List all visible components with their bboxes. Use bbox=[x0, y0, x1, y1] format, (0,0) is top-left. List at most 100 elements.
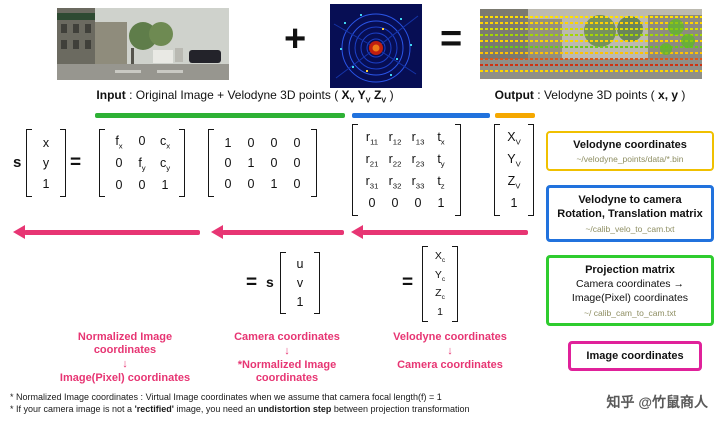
footnote-2-emphasis-undistortion: undistortion step bbox=[257, 404, 332, 414]
footnote-2: * If your camera image is not a 'rectifi… bbox=[10, 404, 470, 414]
matrix-cell: y bbox=[42, 156, 50, 170]
legend-path: ~/ calib_cam_to_cam.txt bbox=[584, 307, 676, 318]
matrix-cell: 0 bbox=[270, 156, 278, 170]
flow-label-camera: Velodyne coordinates ↓ Camera coordinate… bbox=[380, 331, 520, 372]
matrix-cell: r13 bbox=[411, 129, 425, 147]
bracket-right bbox=[452, 246, 458, 322]
matrix-cell: r11 bbox=[365, 129, 379, 147]
matrix-cell: 0 bbox=[115, 156, 123, 170]
matrix-cell: cx bbox=[159, 134, 171, 151]
output-projection-image bbox=[480, 9, 702, 79]
flow-from: Velodyne coordinates bbox=[393, 331, 507, 343]
legend-title: Image coordinates bbox=[586, 350, 684, 362]
matrix-cell: ZV bbox=[507, 174, 521, 191]
arrow-to-pixel-coordinates bbox=[13, 225, 200, 239]
projection-matrix-bar bbox=[95, 113, 345, 118]
matrix-cell: 0 bbox=[414, 196, 422, 211]
flow-from: Normalized Image coordinates bbox=[77, 331, 173, 356]
matrix-cell: 0 bbox=[224, 176, 232, 191]
bracket-right bbox=[60, 129, 66, 197]
scale-factor-s: s bbox=[266, 274, 274, 290]
matrix-cell: 0 bbox=[293, 156, 301, 170]
bracket-left bbox=[352, 124, 358, 216]
matrix-cell: 1 bbox=[296, 295, 304, 309]
scale-factor-s: s bbox=[13, 154, 22, 171]
matrix-cell: 0 bbox=[368, 196, 376, 211]
input-caption-vars: XV YV ZV bbox=[341, 88, 387, 105]
legend-title: Velodyne to camera bbox=[578, 194, 682, 206]
matrix-cell: r21 bbox=[365, 151, 379, 169]
matrix-cells: XV YV ZV 1 bbox=[500, 124, 528, 216]
matrix-cell: tz bbox=[437, 174, 445, 191]
matrix-cell: 0 bbox=[115, 177, 123, 192]
output-caption-text: : Velodyne 3D points ( bbox=[533, 88, 659, 102]
lidar-scan-illustration bbox=[330, 4, 422, 88]
bracket-right bbox=[314, 252, 320, 314]
footnote-2-mid: image, you need an bbox=[173, 404, 258, 414]
footnote-2-post: between projection transformation bbox=[331, 404, 470, 414]
bracket-right bbox=[455, 124, 461, 216]
matrix-cell: 0 bbox=[247, 176, 255, 191]
extrinsic-matrix-bar bbox=[352, 113, 490, 118]
bracket-right bbox=[311, 129, 317, 197]
matrix-cell: 1 bbox=[437, 196, 445, 211]
down-arrow-icon: ↓ bbox=[122, 357, 128, 370]
input-photo bbox=[57, 8, 229, 80]
legend-path: ~/calib_velo_to_cam.txt bbox=[585, 223, 675, 234]
matrix-cell: fy bbox=[138, 156, 146, 173]
flow-label-pixel: Normalized Image coordinates ↓ Image(Pix… bbox=[55, 331, 195, 385]
legend-projection-matrix: Projection matrix Camera coordinates → I… bbox=[546, 255, 714, 326]
projected-points-illustration bbox=[480, 9, 702, 79]
input-caption-text: : Original Image + Velodyne 3D points ( bbox=[125, 88, 342, 102]
legend-title: Rotation, Translation matrix bbox=[557, 208, 703, 221]
matrix-cell: 1 bbox=[270, 176, 278, 191]
matrix-cell: 1 bbox=[437, 305, 443, 318]
matrix-cell: 1 bbox=[510, 196, 518, 211]
input-caption-close: ) bbox=[386, 88, 394, 102]
matrix-cell: XV bbox=[507, 129, 521, 147]
input-caption-label: Input bbox=[96, 88, 126, 102]
down-arrow-icon: ↓ bbox=[284, 344, 290, 357]
down-arrow-icon: ↓ bbox=[447, 344, 453, 357]
matrix-cell: 0 bbox=[293, 176, 301, 191]
legend-image-coordinates: Image coordinates bbox=[568, 341, 702, 372]
matrix-cell: 0 bbox=[224, 156, 232, 170]
legend-line: Camera coordinates → bbox=[576, 278, 684, 291]
matrix-cell: 0 bbox=[293, 135, 301, 150]
arrow-to-camera-coordinates bbox=[351, 225, 528, 239]
equals-sign: = bbox=[402, 272, 414, 293]
bracket-left bbox=[280, 252, 286, 314]
matrix-cell: r33 bbox=[411, 174, 425, 191]
flow-to: *Normalized Image coordinates bbox=[237, 358, 337, 384]
equals-operator: = bbox=[440, 18, 463, 60]
matrix-cell: YV bbox=[507, 151, 521, 169]
bracket-left bbox=[494, 124, 500, 216]
matrix-cell: Xc bbox=[434, 250, 446, 265]
matrix-cell: r12 bbox=[388, 129, 402, 147]
matrix-cell: x bbox=[42, 135, 50, 150]
matrix-cell: 0 bbox=[391, 196, 399, 211]
matrix-cell: v bbox=[296, 276, 304, 290]
matrix-cell: 0 bbox=[247, 135, 255, 150]
matrix-cell: 1 bbox=[224, 135, 232, 150]
matrix-cell: tx bbox=[437, 129, 445, 147]
flow-to: Image(Pixel) coordinates bbox=[59, 371, 191, 384]
matrix-cell: ty bbox=[437, 151, 445, 169]
flow-to: Camera coordinates bbox=[397, 358, 503, 371]
matrix-cell: 1 bbox=[161, 177, 169, 192]
bracket-right bbox=[528, 124, 534, 216]
matrix-cell: r32 bbox=[388, 174, 402, 191]
flow-from: Camera coordinates bbox=[234, 331, 340, 343]
matrix-cell: 0 bbox=[270, 135, 278, 150]
velodyne-coordinates-vector: XV YV ZV 1 bbox=[494, 124, 534, 216]
